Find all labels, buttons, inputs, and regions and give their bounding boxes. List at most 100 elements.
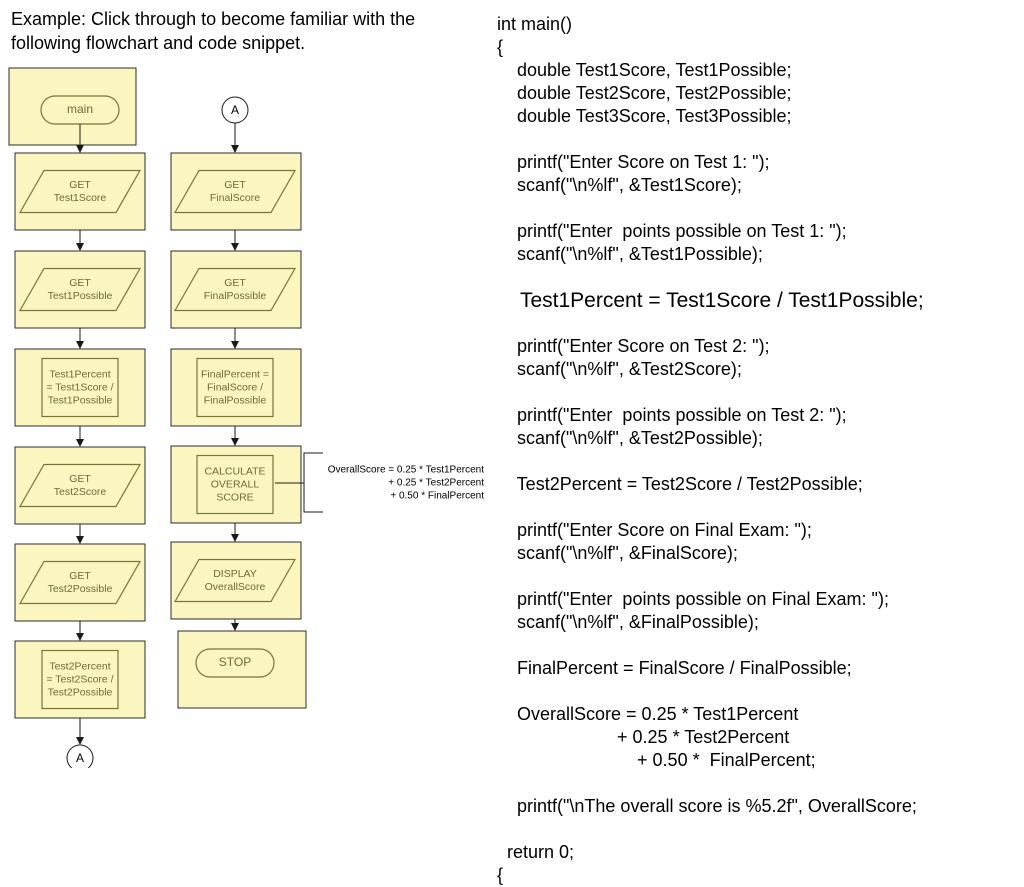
step-label: GET xyxy=(224,179,246,191)
step-label: FinalPossible xyxy=(204,290,267,302)
code-line: scanf("\n%lf", &Test2Score); xyxy=(497,359,742,379)
step-box xyxy=(170,348,302,427)
code-line xyxy=(497,312,1017,335)
code-line: scanf("\n%lf", &FinalPossible); xyxy=(497,612,759,632)
code-line: printf("Enter points possible on Final E… xyxy=(497,589,889,609)
code-line: OverallScore = 0.25 * Test1Percent xyxy=(497,704,799,724)
terminal-label: main xyxy=(67,102,93,116)
step-label: Test1Possible xyxy=(48,290,113,302)
step-label: GET xyxy=(69,473,91,485)
process-shape xyxy=(196,357,274,418)
step-label: FinalPercent = xyxy=(201,368,269,380)
step-label: GET xyxy=(69,277,91,289)
io-shape xyxy=(173,558,297,603)
process-shape xyxy=(41,357,119,418)
step-box xyxy=(14,152,146,231)
code-line: return 0; xyxy=(497,842,575,862)
step-label: SCORE xyxy=(216,491,253,503)
io-shape xyxy=(173,267,297,312)
step-label: Test2Possible xyxy=(48,583,113,595)
io-shape xyxy=(18,463,142,508)
step-label: DISPLAY xyxy=(213,568,257,580)
step-label: Test2Score xyxy=(54,486,107,498)
code-line: scanf("\n%lf", &Test2Possible); xyxy=(497,428,763,448)
flowchart: mainGETTest1ScoreGETTest1PossibleTest1Pe… xyxy=(8,67,485,768)
code-line: int main() xyxy=(497,14,573,34)
intro-text: Example: Click through to become familia… xyxy=(11,9,416,53)
step-label: = Test2Score / xyxy=(46,673,113,685)
io-shape xyxy=(173,169,297,214)
code-line xyxy=(497,772,1017,795)
code-line: double Test2Score, Test2Possible; xyxy=(497,83,792,103)
io-shape xyxy=(18,560,142,605)
connector-circle xyxy=(66,744,94,768)
code-line: { xyxy=(497,37,504,57)
connector-label: A xyxy=(76,751,84,765)
step-box xyxy=(170,541,302,620)
step-box xyxy=(170,445,302,524)
code-line xyxy=(497,496,1017,519)
code-line: { xyxy=(497,865,504,885)
code-line: Test1Percent = Test1Score / Test1Possibl… xyxy=(497,289,924,312)
step-box xyxy=(177,630,307,709)
step-label: GET xyxy=(69,179,91,191)
step-label: Test1Score xyxy=(54,192,107,204)
step-box xyxy=(170,250,302,329)
code-snippet: int main() { double Test1Score, Test1Poss… xyxy=(497,13,1017,887)
code-line: Test2Percent = Test2Score / Test2Possibl… xyxy=(497,474,863,494)
code-line: printf("Enter Score on Final Exam: "); xyxy=(497,520,812,540)
code-line: printf("Enter Score on Test 2: "); xyxy=(497,336,770,356)
step-label: FinalPossible xyxy=(204,394,267,406)
step-label: FinalScore xyxy=(210,192,260,204)
code-line: double Test3Score, Test3Possible; xyxy=(497,106,792,126)
code-line: printf("Enter Score on Test 1: "); xyxy=(497,152,770,172)
step-box xyxy=(14,250,146,329)
code-line: FinalPercent = FinalScore / FinalPossibl… xyxy=(497,658,852,678)
connector-label: A xyxy=(231,103,239,117)
code-line xyxy=(497,565,1017,588)
code-line: printf("Enter points possible on Test 2:… xyxy=(497,405,847,425)
step-label: FinalScore / xyxy=(207,381,263,393)
io-shape xyxy=(18,267,142,312)
code-line xyxy=(497,680,1017,703)
step-label: = Test1Score / xyxy=(46,381,113,393)
code-line xyxy=(497,381,1017,404)
code-line: printf("\nThe overall score is %5.2f", O… xyxy=(497,796,917,816)
code-line: scanf("\n%lf", &FinalScore); xyxy=(497,543,738,563)
step-label: Test1Percent xyxy=(49,368,110,380)
process-shape xyxy=(196,454,274,515)
process-shape xyxy=(41,649,119,710)
code-line: scanf("\n%lf", &Test1Possible); xyxy=(497,244,763,264)
code-line xyxy=(497,266,1017,289)
code-line: + 0.50 * FinalPercent; xyxy=(497,750,816,770)
step-box xyxy=(14,543,146,622)
code-line: printf("Enter points possible on Test 1:… xyxy=(497,221,847,241)
step-label: CALCULATE xyxy=(204,465,265,477)
step-box xyxy=(170,152,302,231)
annotation-line: + 0.50 * FinalPercent xyxy=(390,491,484,502)
code-line xyxy=(497,818,1017,841)
terminal-shape xyxy=(195,648,275,678)
step-label: GET xyxy=(224,277,246,289)
step-label: OverallScore xyxy=(205,581,266,593)
step-box xyxy=(8,67,137,146)
step-box xyxy=(14,348,146,427)
annotation-line: + 0.25 * Test2Percent xyxy=(388,478,484,489)
step-label: GET xyxy=(69,570,91,582)
code-line xyxy=(497,197,1017,220)
io-shape xyxy=(18,169,142,214)
step-label: Test2Possible xyxy=(48,686,113,698)
annotation-line: OverallScore = 0.25 * Test1Percent xyxy=(328,465,485,476)
step-label: OVERALL xyxy=(211,478,260,490)
step-box xyxy=(14,640,146,719)
code-line xyxy=(497,450,1017,473)
step-label: Test2Percent xyxy=(49,660,110,672)
code-line xyxy=(497,128,1017,151)
code-line: scanf("\n%lf", &Test1Score); xyxy=(497,175,742,195)
annotation-bracket xyxy=(303,452,323,513)
code-line: double Test1Score, Test1Possible; xyxy=(497,60,792,80)
code-line: + 0.25 * Test2Percent xyxy=(497,727,790,747)
code-line xyxy=(497,634,1017,657)
step-label: Test1Possible xyxy=(48,394,113,406)
terminal-label: STOP xyxy=(219,655,251,669)
